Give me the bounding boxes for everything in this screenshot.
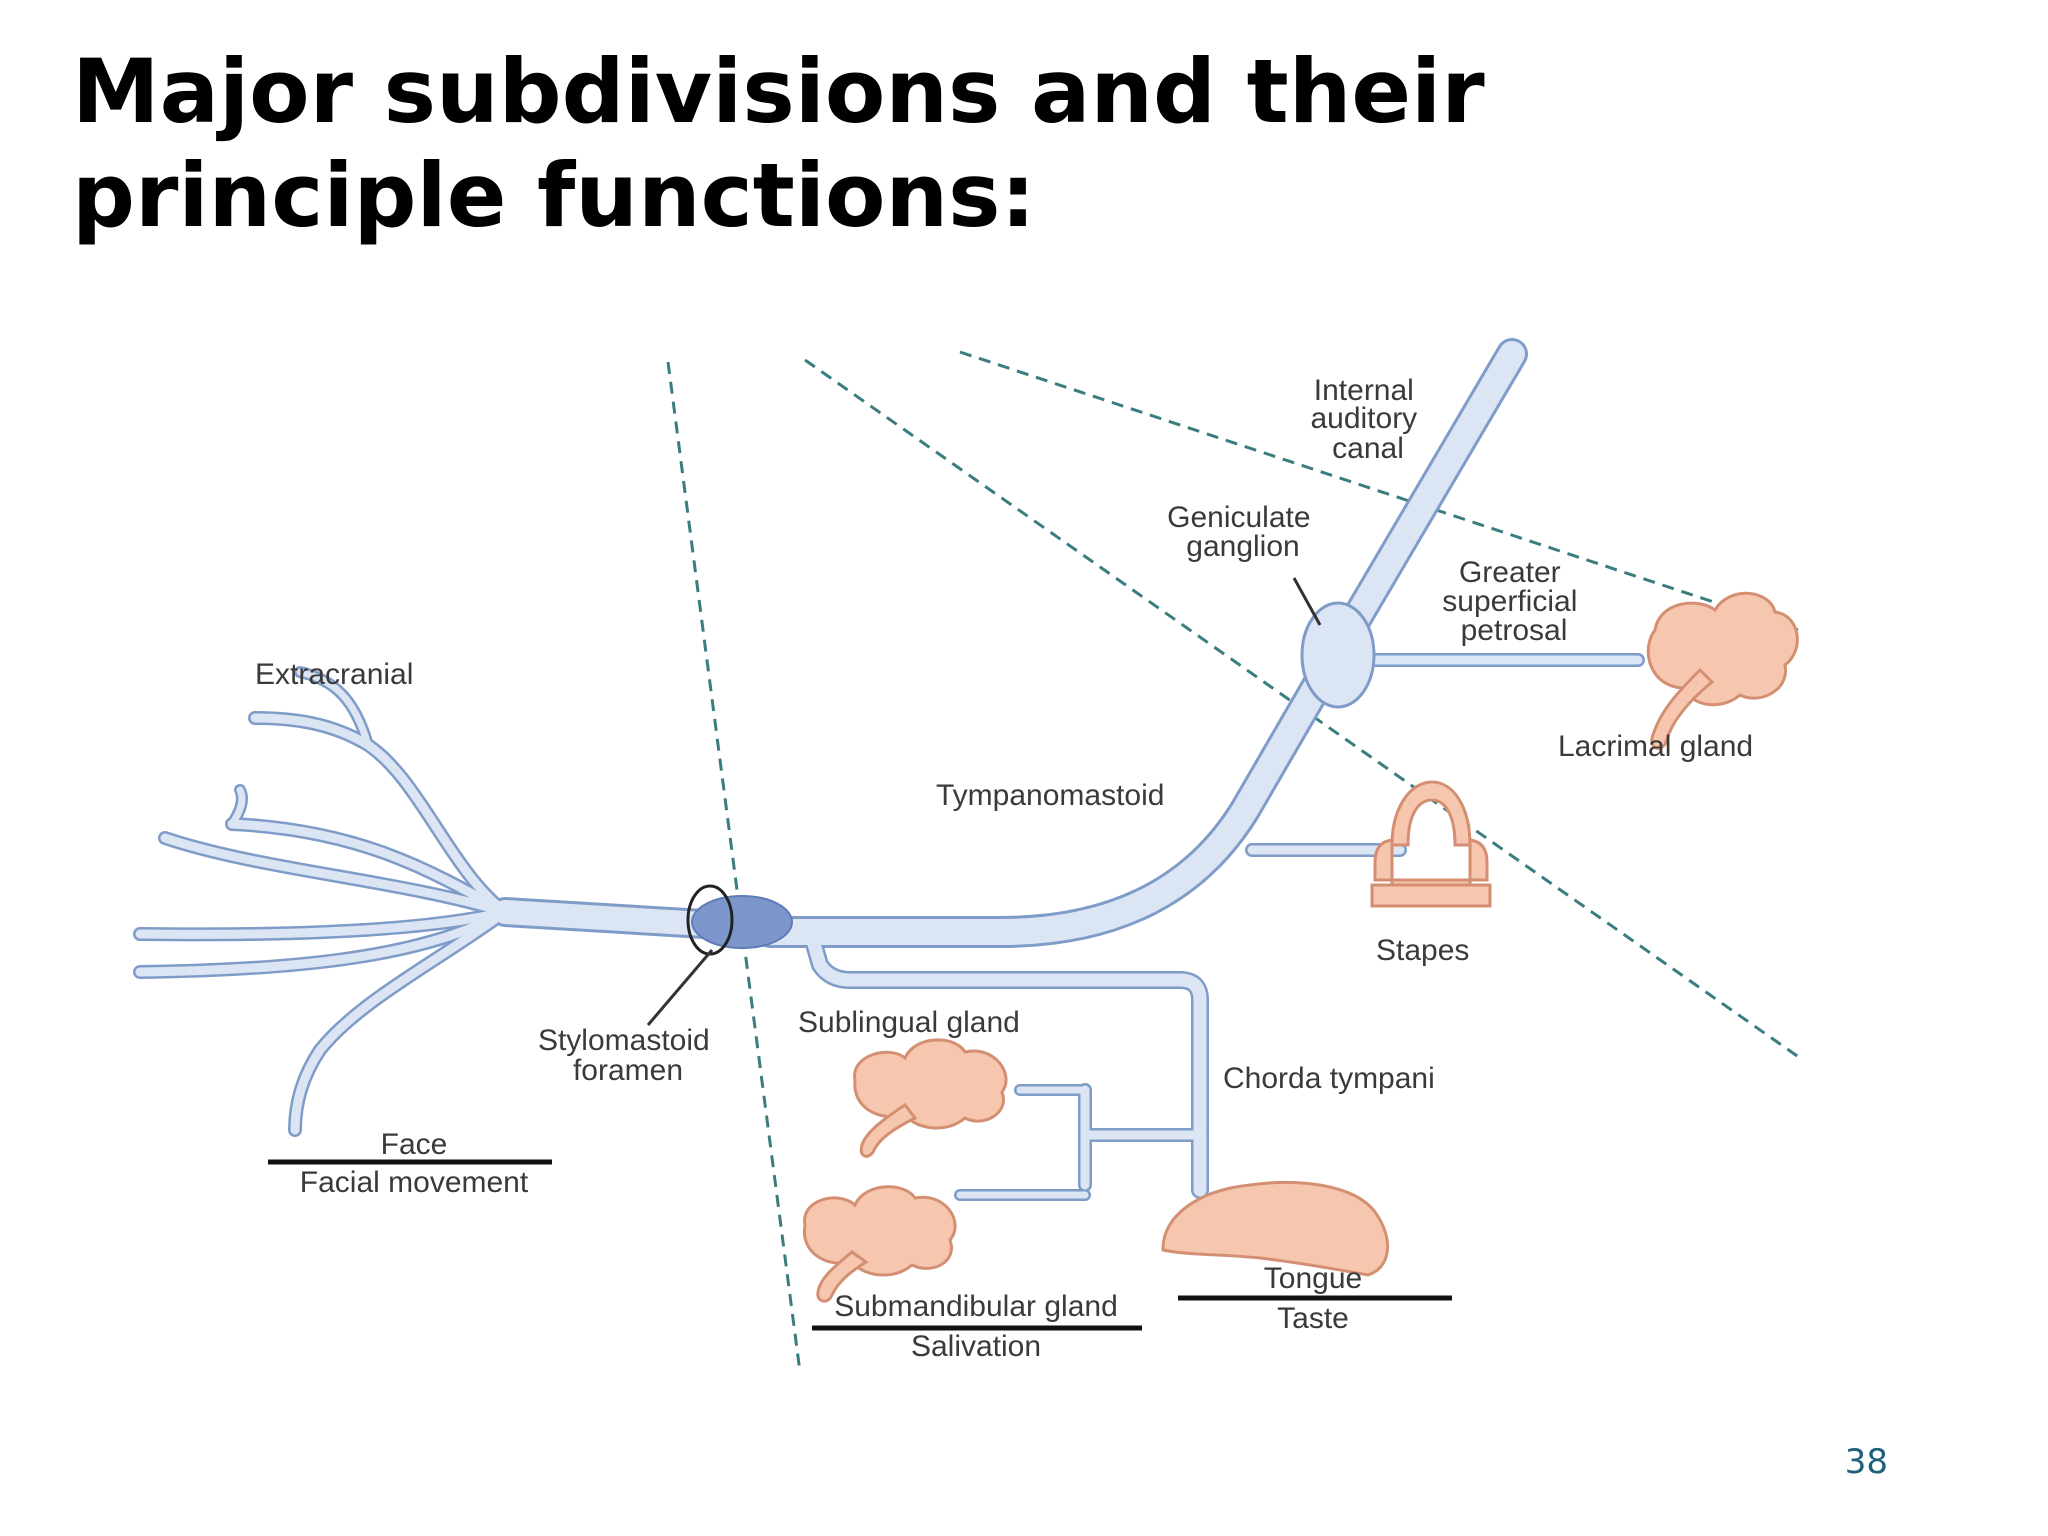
extracranial-label: Extracranial <box>255 658 413 691</box>
sublingual-gland-label: Sublingual gland <box>798 1006 1020 1039</box>
title-line-2: principle functions: <box>72 144 1036 247</box>
internal-canal-line-1: Internal <box>1314 374 1414 407</box>
taste-label: Taste <box>1277 1302 1349 1335</box>
tongue-label: Tongue <box>1264 1262 1362 1295</box>
extracranial-boundary-line <box>666 361 802 1373</box>
internal-canal-label: Internal auditory canal <box>1310 374 1425 465</box>
tongue-shape <box>1161 1180 1390 1277</box>
stapes-label: Stapes <box>1376 934 1469 967</box>
greater-petrosal-line-1: Greater <box>1459 556 1561 589</box>
lacrimal-gland-label: Lacrimal gland <box>1558 730 1753 763</box>
submandibular-gland <box>802 1185 957 1303</box>
geniculate-line-1: Geniculate <box>1167 501 1310 534</box>
slide-number: 38 <box>1844 1442 1888 1482</box>
internal-canal-line-2: auditory <box>1310 402 1417 435</box>
submandibular-gland-label: Submandibular gland <box>834 1290 1118 1323</box>
facial-movement-label: Facial movement <box>300 1166 529 1199</box>
internal-canal-line-3: canal <box>1332 432 1404 465</box>
stylomastoid-leader-line <box>646 949 714 1026</box>
title-line-1: Major subdivisions and their <box>72 40 1485 143</box>
stylomastoid-line-2: foramen <box>573 1054 683 1087</box>
salivation-label: Salivation <box>911 1330 1041 1363</box>
greater-petrosal-label: Greater superficial petrosal <box>1442 556 1585 647</box>
geniculate-line-2: ganglion <box>1186 530 1299 563</box>
stylomastoid-line-1: Stylomastoid <box>538 1024 710 1057</box>
chorda-tympani-label: Chorda tympani <box>1223 1062 1435 1095</box>
tympanomastoid-label: Tympanomastoid <box>936 779 1164 812</box>
lacrimal-gland <box>1646 591 1799 750</box>
stylomastoid-label: Stylomastoid foramen <box>538 1024 718 1087</box>
internal-canal-boundary-line <box>959 350 1799 632</box>
stylomastoid-foramen-shape <box>691 895 793 949</box>
geniculate-leader-line <box>1292 577 1322 626</box>
geniculate-ganglion <box>1300 601 1376 709</box>
face-label: Face <box>381 1128 448 1161</box>
greater-petrosal-line-3: petrosal <box>1461 614 1568 647</box>
geniculate-label: Geniculate ganglion <box>1167 501 1319 563</box>
stapes <box>1370 780 1492 908</box>
slide-title: Major subdivisions and their principle f… <box>72 40 1772 248</box>
sublingual-gland <box>853 1038 1008 1158</box>
greater-petrosal-line-2: superficial <box>1442 585 1577 618</box>
